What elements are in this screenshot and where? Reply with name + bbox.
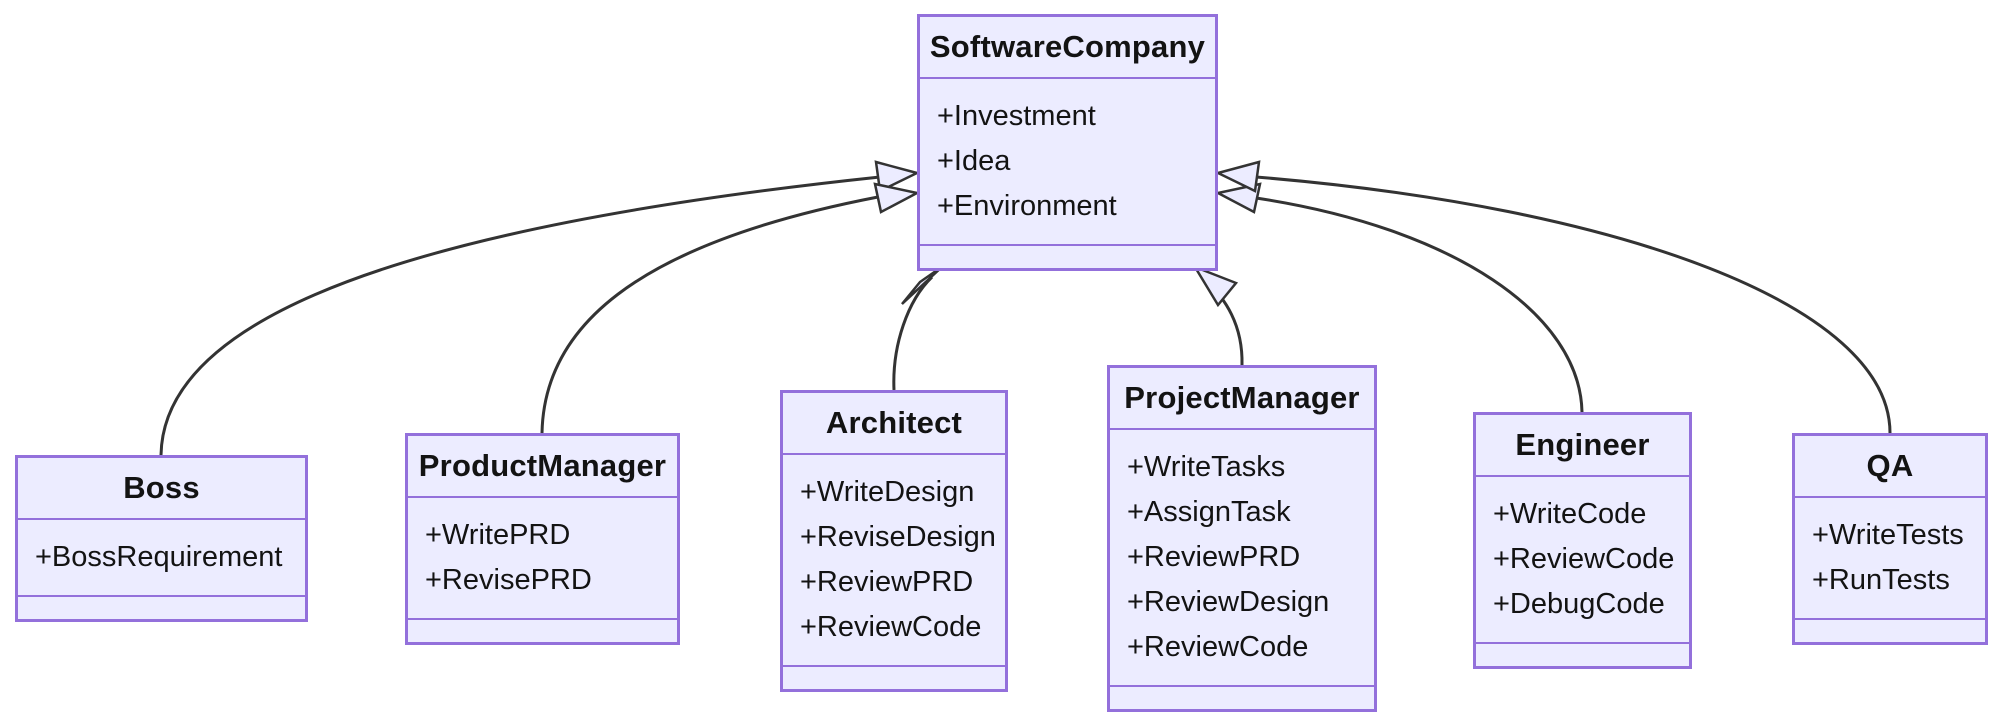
class-node-boss: Boss +BossRequirement [15,455,308,622]
inheritance-arrowhead-icon [873,182,921,214]
class-attributes-section: +WriteTasks +AssignTask +ReviewPRD +ReviewD… [1110,430,1374,685]
class-name-label: SoftwareCompany [920,17,1215,79]
class-attributes-section: +WriteDesign +ReviseDesign +ReviewPRD +Revi… [783,455,1005,665]
class-methods-section [1110,685,1374,709]
class-node-engineer: Engineer +WriteCode +ReviewCode +DebugCode [1473,412,1692,669]
class-attribute: +RunTests [1812,564,1950,596]
class-methods-section [18,595,305,619]
class-node-projectmanager: ProjectManager +WriteTasks +AssignTask +Rev… [1107,365,1377,712]
class-attributes-section: +WritePRD +RevisePRD [408,498,677,618]
class-name-label: ProjectManager [1110,368,1374,430]
edge-path [1204,279,1244,366]
class-name-label: Architect [783,393,1005,455]
inheritance-arrowhead-icon [1214,160,1261,193]
class-attribute: +ReviewDesign [1127,586,1330,618]
class-attribute: +ReviewPRD [800,566,974,598]
class-attribute: +Idea [937,145,1011,177]
class-node-productmanager: ProductManager +WritePRD +RevisePRD [405,433,680,645]
class-attributes-section: +WriteCode +ReviewCode +DebugCode [1476,477,1689,642]
class-node-softwarecompany: SoftwareCompany +Investment +Idea +Environm… [917,14,1218,271]
class-methods-section [783,665,1005,689]
class-methods-section [408,618,677,642]
class-attribute: +ReviewCode [800,611,982,643]
class-attribute: +DebugCode [1493,588,1665,620]
class-attribute: +WriteCode [1493,498,1647,530]
class-attribute: +RevisePRD [425,564,592,596]
class-methods-section [1795,618,1985,642]
class-attributes-section: +BossRequirement [18,520,305,595]
class-attribute: +ReviewCode [1493,543,1675,575]
class-attributes-section: +Investment +Idea +Environment [920,79,1215,244]
class-name-label: Engineer [1476,415,1689,477]
class-node-qa: QA +WriteTests +RunTests [1792,433,1988,645]
inheritance-arrowhead-icon [874,160,921,193]
class-attribute: +WriteDesign [800,476,975,508]
class-methods-section [1476,642,1689,666]
class-attribute: +WriteTests [1812,519,1964,551]
class-attribute: +Investment [937,100,1096,132]
class-attribute: +BossRequirement [35,541,283,573]
class-node-architect: Architect +WriteDesign +ReviseDesign +Revie… [780,390,1008,692]
edge-architect-to-softwarecompany [892,264,944,391]
class-name-label: Boss [18,458,305,520]
class-methods-section [920,244,1215,268]
class-attribute: +Environment [937,190,1117,222]
class-attribute: +ReviewCode [1127,631,1309,663]
inheritance-arrowhead-icon [901,264,944,305]
class-name-label: QA [1795,436,1985,498]
class-attribute: +ReviewPRD [1127,541,1301,573]
class-attribute: +AssignTask [1127,496,1291,528]
edge-path [892,275,934,391]
edge-path [159,175,881,456]
class-attribute: +ReviseDesign [800,521,996,553]
class-name-label: ProductManager [408,436,677,498]
inheritance-arrowhead-icon [1214,182,1262,214]
inheritance-arrowhead-icon [1192,264,1239,308]
edge-projectmanager-to-softwarecompany [1192,264,1244,366]
class-attributes-section: +WriteTests +RunTests [1795,498,1985,618]
class-attribute: +WritePRD [425,519,571,551]
class-attribute: +WriteTasks [1127,451,1286,483]
